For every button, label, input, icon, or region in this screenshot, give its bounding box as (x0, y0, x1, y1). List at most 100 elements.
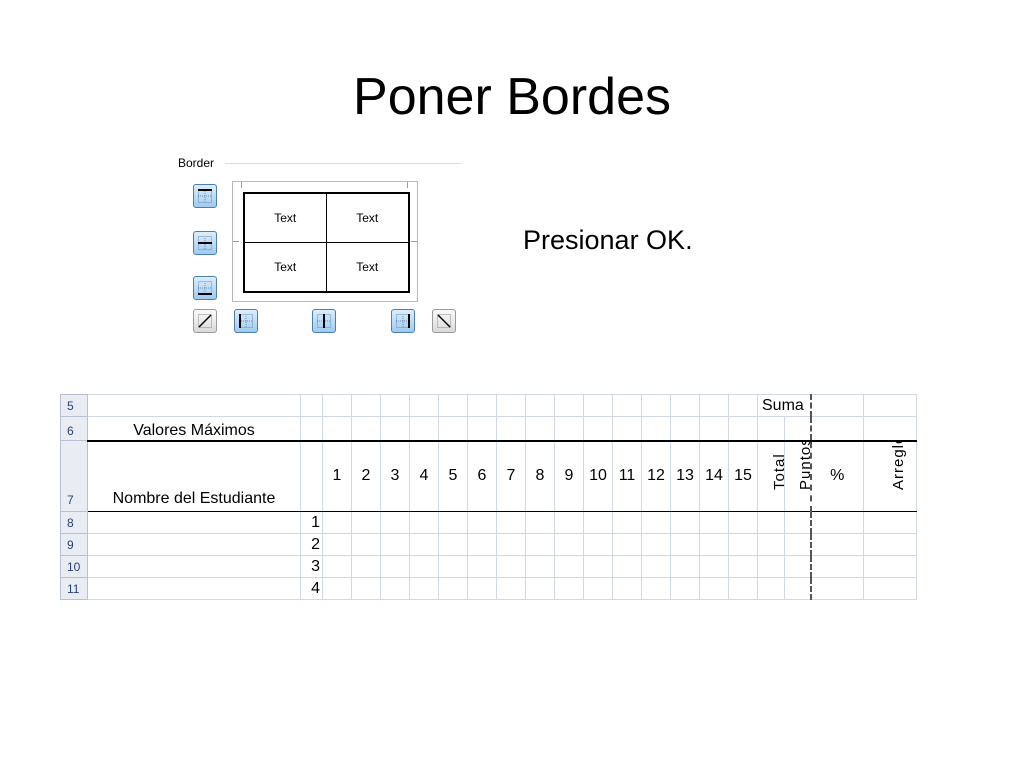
cell[interactable] (784, 555, 812, 578)
cell[interactable] (438, 533, 468, 556)
cell[interactable] (322, 555, 352, 578)
cell[interactable] (409, 533, 439, 556)
valores-maximos-label[interactable]: Valores Máximos (87, 416, 301, 441)
cell[interactable] (300, 439, 323, 512)
cell[interactable] (670, 394, 700, 417)
cell[interactable] (496, 533, 526, 556)
cell[interactable] (612, 533, 642, 556)
cell[interactable] (670, 577, 700, 600)
cell[interactable] (641, 555, 671, 578)
cell[interactable] (699, 511, 729, 534)
row-header[interactable]: 6 (60, 416, 88, 441)
border-top-button[interactable] (193, 184, 217, 208)
cell[interactable] (380, 577, 410, 600)
cell[interactable] (438, 394, 468, 417)
cell[interactable] (409, 416, 439, 441)
cell[interactable] (810, 577, 864, 600)
student-index[interactable]: 2 (300, 533, 323, 556)
cell[interactable] (467, 394, 497, 417)
cell[interactable] (612, 416, 642, 441)
cell[interactable] (863, 577, 917, 600)
cell[interactable] (525, 511, 555, 534)
cell[interactable] (87, 533, 301, 556)
cell[interactable] (322, 577, 352, 600)
cell[interactable] (467, 416, 497, 441)
cell[interactable] (409, 577, 439, 600)
cell[interactable] (525, 394, 555, 417)
cell[interactable] (583, 416, 613, 441)
cell[interactable] (322, 394, 352, 417)
cell[interactable] (863, 555, 917, 578)
cell[interactable] (300, 394, 323, 417)
question-number[interactable]: 4 (409, 439, 439, 512)
row-header[interactable]: 10 (60, 555, 88, 578)
total-header[interactable]: Total (757, 439, 785, 512)
question-number[interactable]: 13 (670, 439, 700, 512)
cell[interactable] (438, 416, 468, 441)
cell[interactable] (351, 394, 381, 417)
cell[interactable] (351, 416, 381, 441)
cell[interactable] (728, 394, 758, 417)
cell[interactable] (554, 394, 584, 417)
cell[interactable] (641, 416, 671, 441)
border-inside-horizontal-button[interactable] (193, 231, 217, 255)
cell[interactable] (583, 394, 613, 417)
cell[interactable] (525, 577, 555, 600)
question-number[interactable]: 14 (699, 439, 729, 512)
border-bottom-button[interactable] (193, 276, 217, 300)
cell[interactable] (757, 511, 785, 534)
row-header[interactable]: 8 (60, 511, 88, 534)
cell[interactable] (641, 394, 671, 417)
cell[interactable] (670, 533, 700, 556)
cell[interactable] (409, 394, 439, 417)
cell[interactable] (699, 416, 729, 441)
question-number[interactable]: 1 (322, 439, 352, 512)
row-header[interactable]: 11 (60, 577, 88, 600)
cell[interactable] (554, 511, 584, 534)
cell[interactable] (810, 555, 864, 578)
cell[interactable] (810, 416, 864, 441)
cell[interactable] (380, 533, 410, 556)
cell[interactable] (810, 511, 864, 534)
cell[interactable] (351, 511, 381, 534)
row-header[interactable]: 5 (60, 394, 88, 417)
cell[interactable] (612, 511, 642, 534)
cell[interactable] (496, 577, 526, 600)
cell[interactable] (699, 394, 729, 417)
border-diagonal-up-button[interactable] (193, 309, 217, 333)
cell[interactable] (863, 394, 917, 417)
question-number[interactable]: 11 (612, 439, 642, 512)
cell[interactable] (699, 555, 729, 578)
cell[interactable] (467, 511, 497, 534)
cell[interactable] (380, 394, 410, 417)
cell[interactable] (583, 577, 613, 600)
cell[interactable] (757, 416, 785, 441)
question-number[interactable]: 7 (496, 439, 526, 512)
cell[interactable] (699, 533, 729, 556)
cell[interactable] (728, 416, 758, 441)
cell[interactable] (554, 577, 584, 600)
cell[interactable] (351, 577, 381, 600)
row-header[interactable]: 7 (60, 440, 88, 512)
cell[interactable] (784, 416, 812, 441)
cell[interactable] (863, 416, 917, 441)
cell[interactable] (863, 533, 917, 556)
cell[interactable] (641, 511, 671, 534)
cell[interactable] (409, 511, 439, 534)
cell[interactable] (810, 533, 864, 556)
percent-header[interactable]: % (810, 439, 864, 512)
cell[interactable] (728, 533, 758, 556)
cell[interactable] (467, 577, 497, 600)
cell[interactable] (351, 555, 381, 578)
question-number[interactable]: 12 (641, 439, 671, 512)
cell[interactable] (467, 533, 497, 556)
question-number[interactable]: 8 (525, 439, 555, 512)
cell[interactable] (757, 577, 785, 600)
cell[interactable] (757, 555, 785, 578)
cell[interactable] (438, 577, 468, 600)
cell[interactable] (496, 511, 526, 534)
cell[interactable] (380, 416, 410, 441)
border-inside-vertical-button[interactable] (312, 309, 336, 333)
cell[interactable] (728, 555, 758, 578)
cell[interactable] (583, 555, 613, 578)
